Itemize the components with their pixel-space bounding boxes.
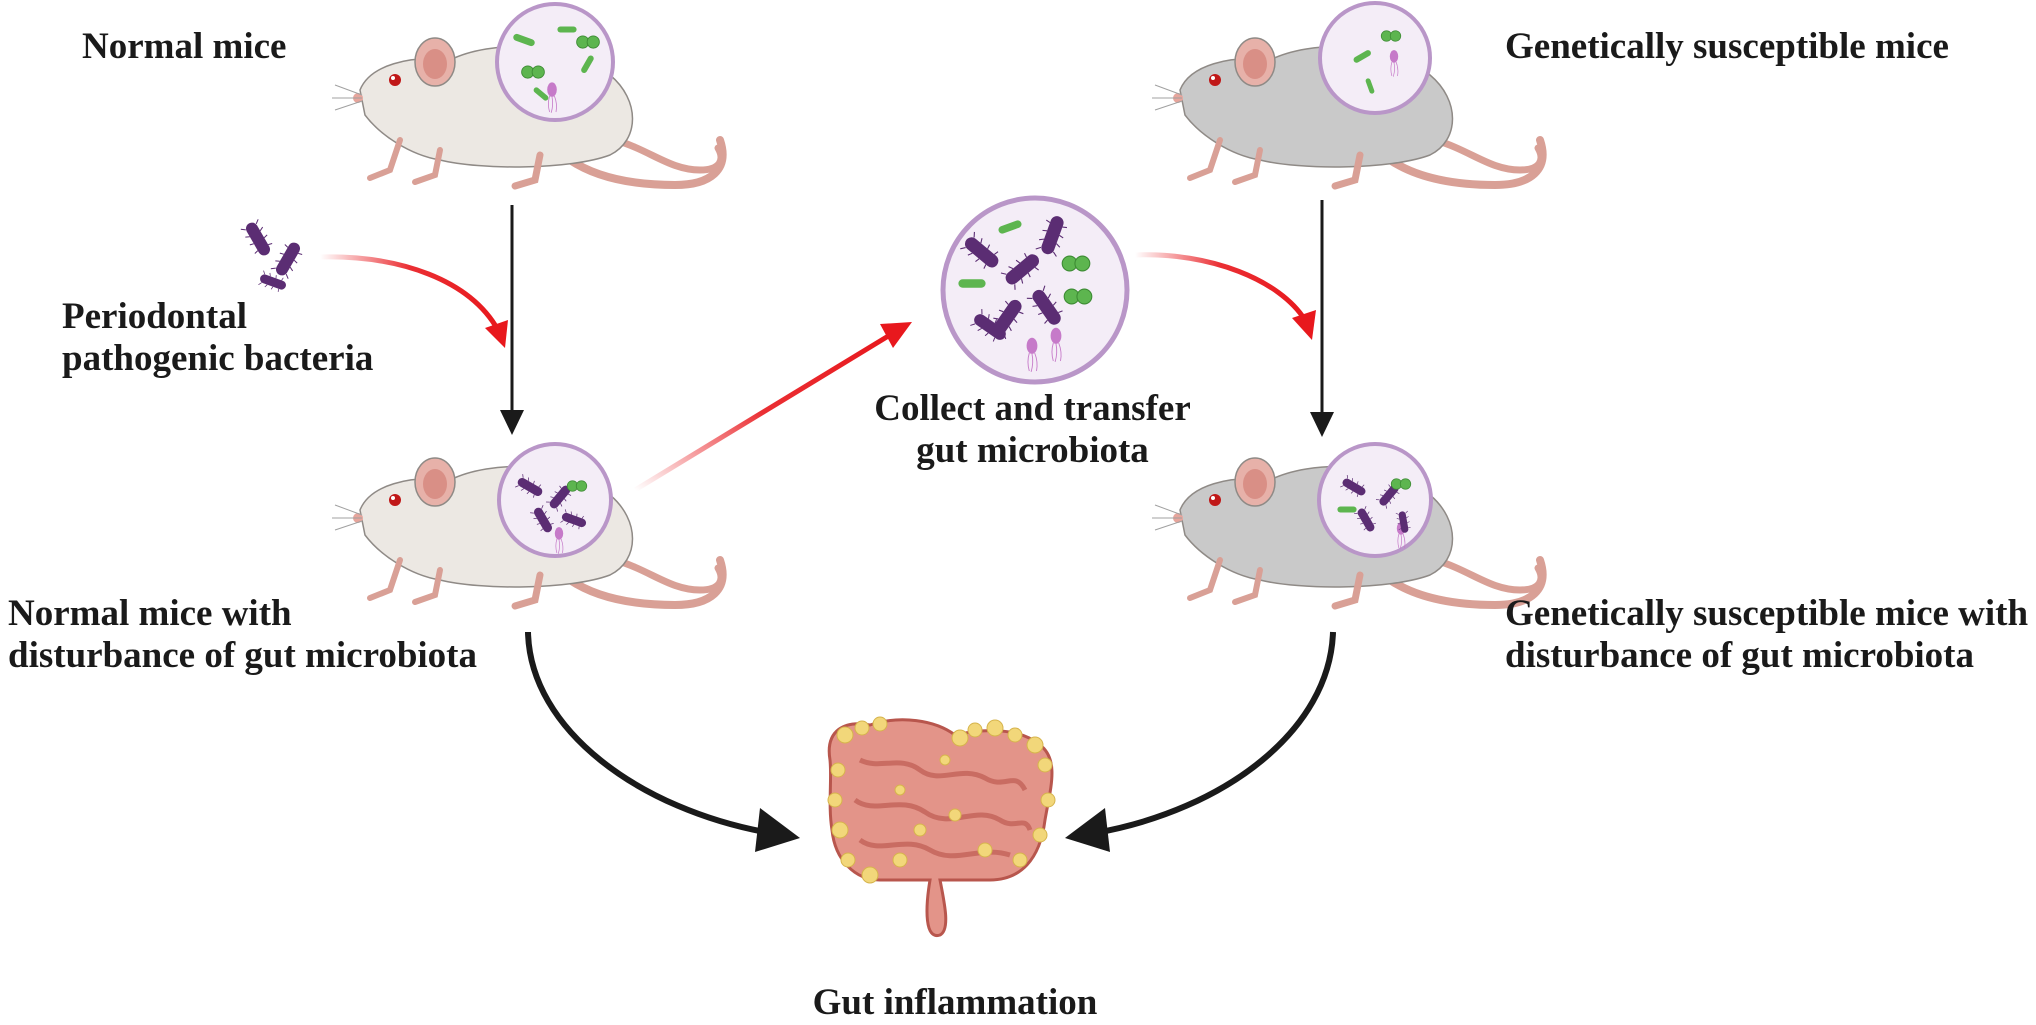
mouse-normal-disturbed xyxy=(332,442,723,606)
arrow-collect-microbiota xyxy=(633,322,912,493)
periodontal-bacteria-icon xyxy=(239,217,307,295)
microbiota-circle-icon xyxy=(495,2,615,122)
arrow-pathogen-infect xyxy=(319,254,508,348)
mouse-susceptible-disturbed xyxy=(1152,442,1543,606)
inflamed-intestine-icon xyxy=(827,716,1056,937)
arrow-susceptible-to-gut xyxy=(1065,631,1336,852)
mouse-normal-top xyxy=(332,2,723,186)
mouse-susceptible-top xyxy=(1152,1,1543,186)
arrow-normal-to-gut xyxy=(525,631,800,852)
microbiota-circle-icon xyxy=(1318,1,1432,115)
label-periodontal-bacteria: Periodontal pathogenic bacteria xyxy=(62,296,374,379)
microbiota-circle-icon xyxy=(1317,442,1433,558)
arrow-susceptible-down xyxy=(1310,200,1334,437)
label-susceptible-mice-disturbed: Genetically susceptible mice with distur… xyxy=(1505,593,2029,676)
label-normal-mice: Normal mice xyxy=(82,26,287,67)
label-gut-inflammation: Gut inflammation xyxy=(812,982,1098,1023)
arrow-normal-down xyxy=(500,205,524,435)
label-susceptible-mice: Genetically susceptible mice xyxy=(1505,26,1949,67)
label-normal-mice-disturbed: Normal mice with disturbance of gut micr… xyxy=(8,593,478,676)
label-collect-transfer: Collect and transfer gut microbiota xyxy=(874,388,1191,471)
transfer-microbiota-icon xyxy=(940,195,1130,385)
microbiota-circle-icon xyxy=(497,442,613,558)
arrow-transfer-microbiota xyxy=(1134,252,1316,340)
